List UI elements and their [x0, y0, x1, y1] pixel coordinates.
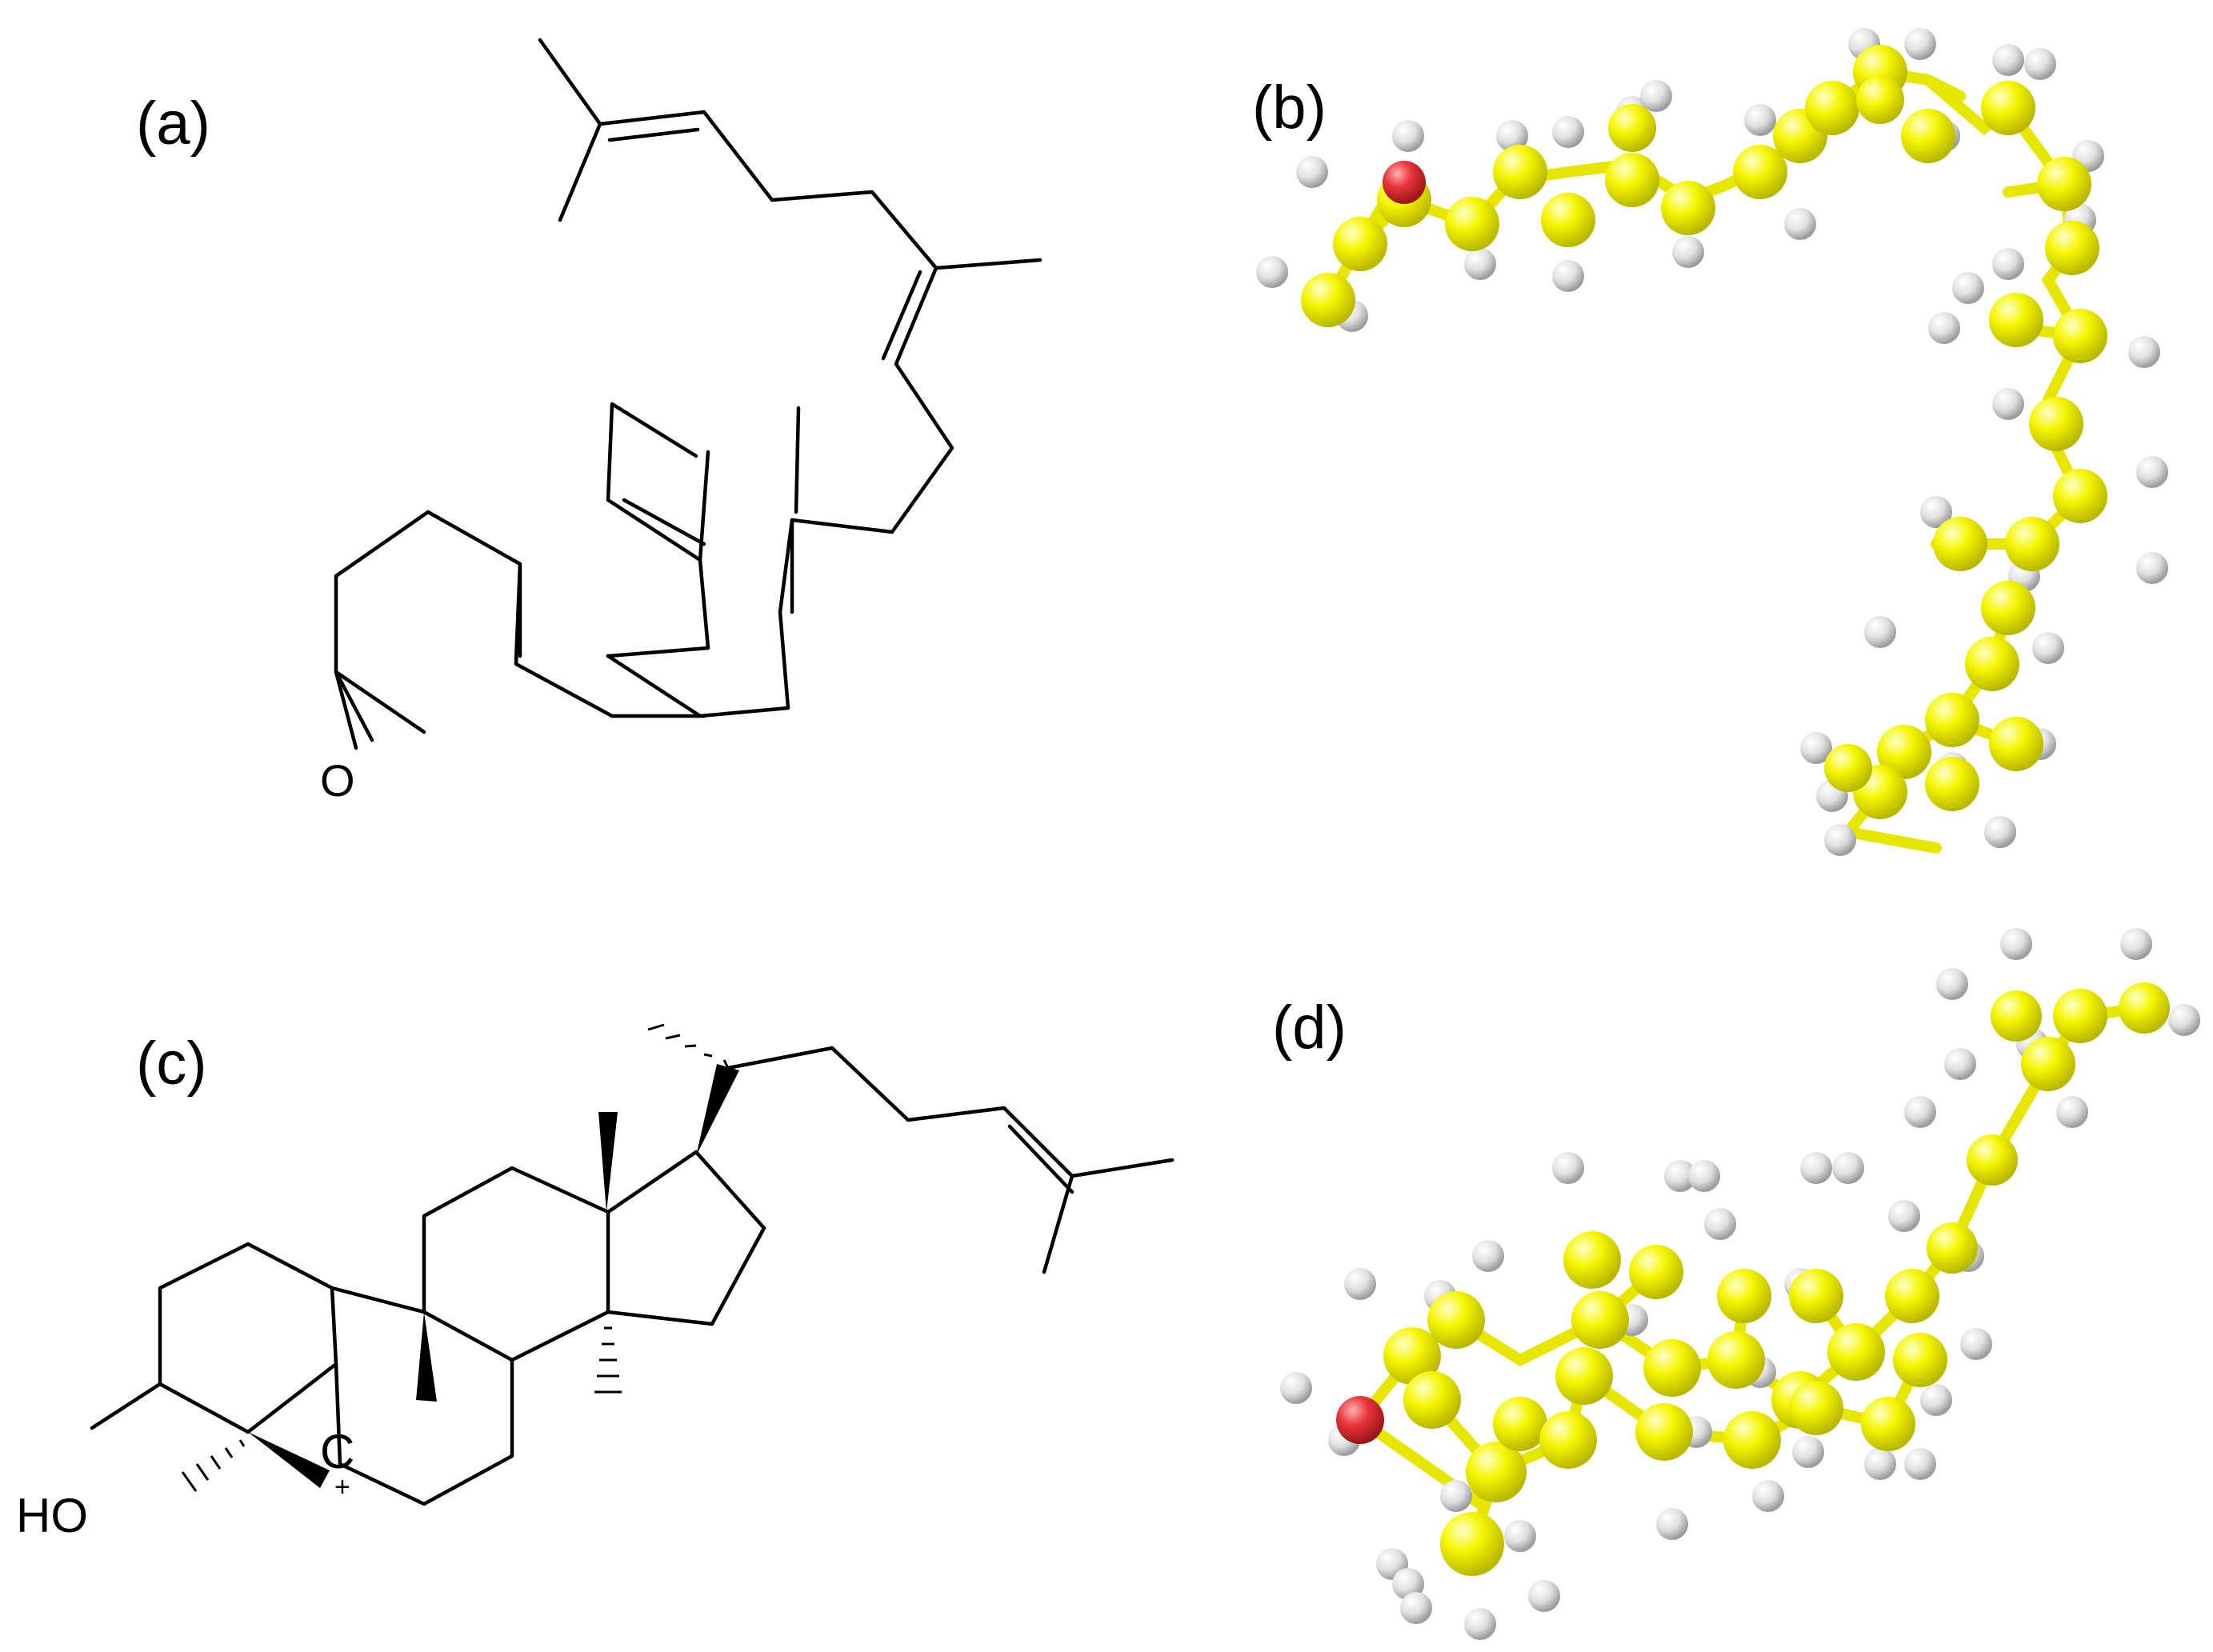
epoxide-oxygen-label: O	[320, 755, 355, 806]
hydroxyl-label: HO	[16, 1489, 88, 1542]
panel-label-a: (a)	[136, 90, 210, 158]
hydrogen-atoms-b	[1256, 28, 2168, 856]
oxygen-atom-b	[1383, 161, 1426, 204]
oxygen-atom-d	[1336, 1396, 1384, 1444]
structure-c-protosteryl-cation	[90, 1023, 1175, 1506]
carbocation-label: C	[320, 1425, 354, 1478]
carbocation-charge-label: +	[334, 1472, 350, 1502]
panel-label-b: (b)	[1252, 74, 1327, 142]
panel-label-c: (c)	[136, 1030, 207, 1098]
panel-label-d: (d)	[1272, 994, 1347, 1062]
carbon-atoms-d	[1383, 982, 2170, 1576]
carbon-atoms-b	[1301, 45, 2107, 819]
structure-a-oxidosqualene	[334, 38, 1042, 750]
structure-b-3d-model	[1256, 28, 2168, 856]
structure-d-3d-model	[1280, 928, 2200, 1640]
